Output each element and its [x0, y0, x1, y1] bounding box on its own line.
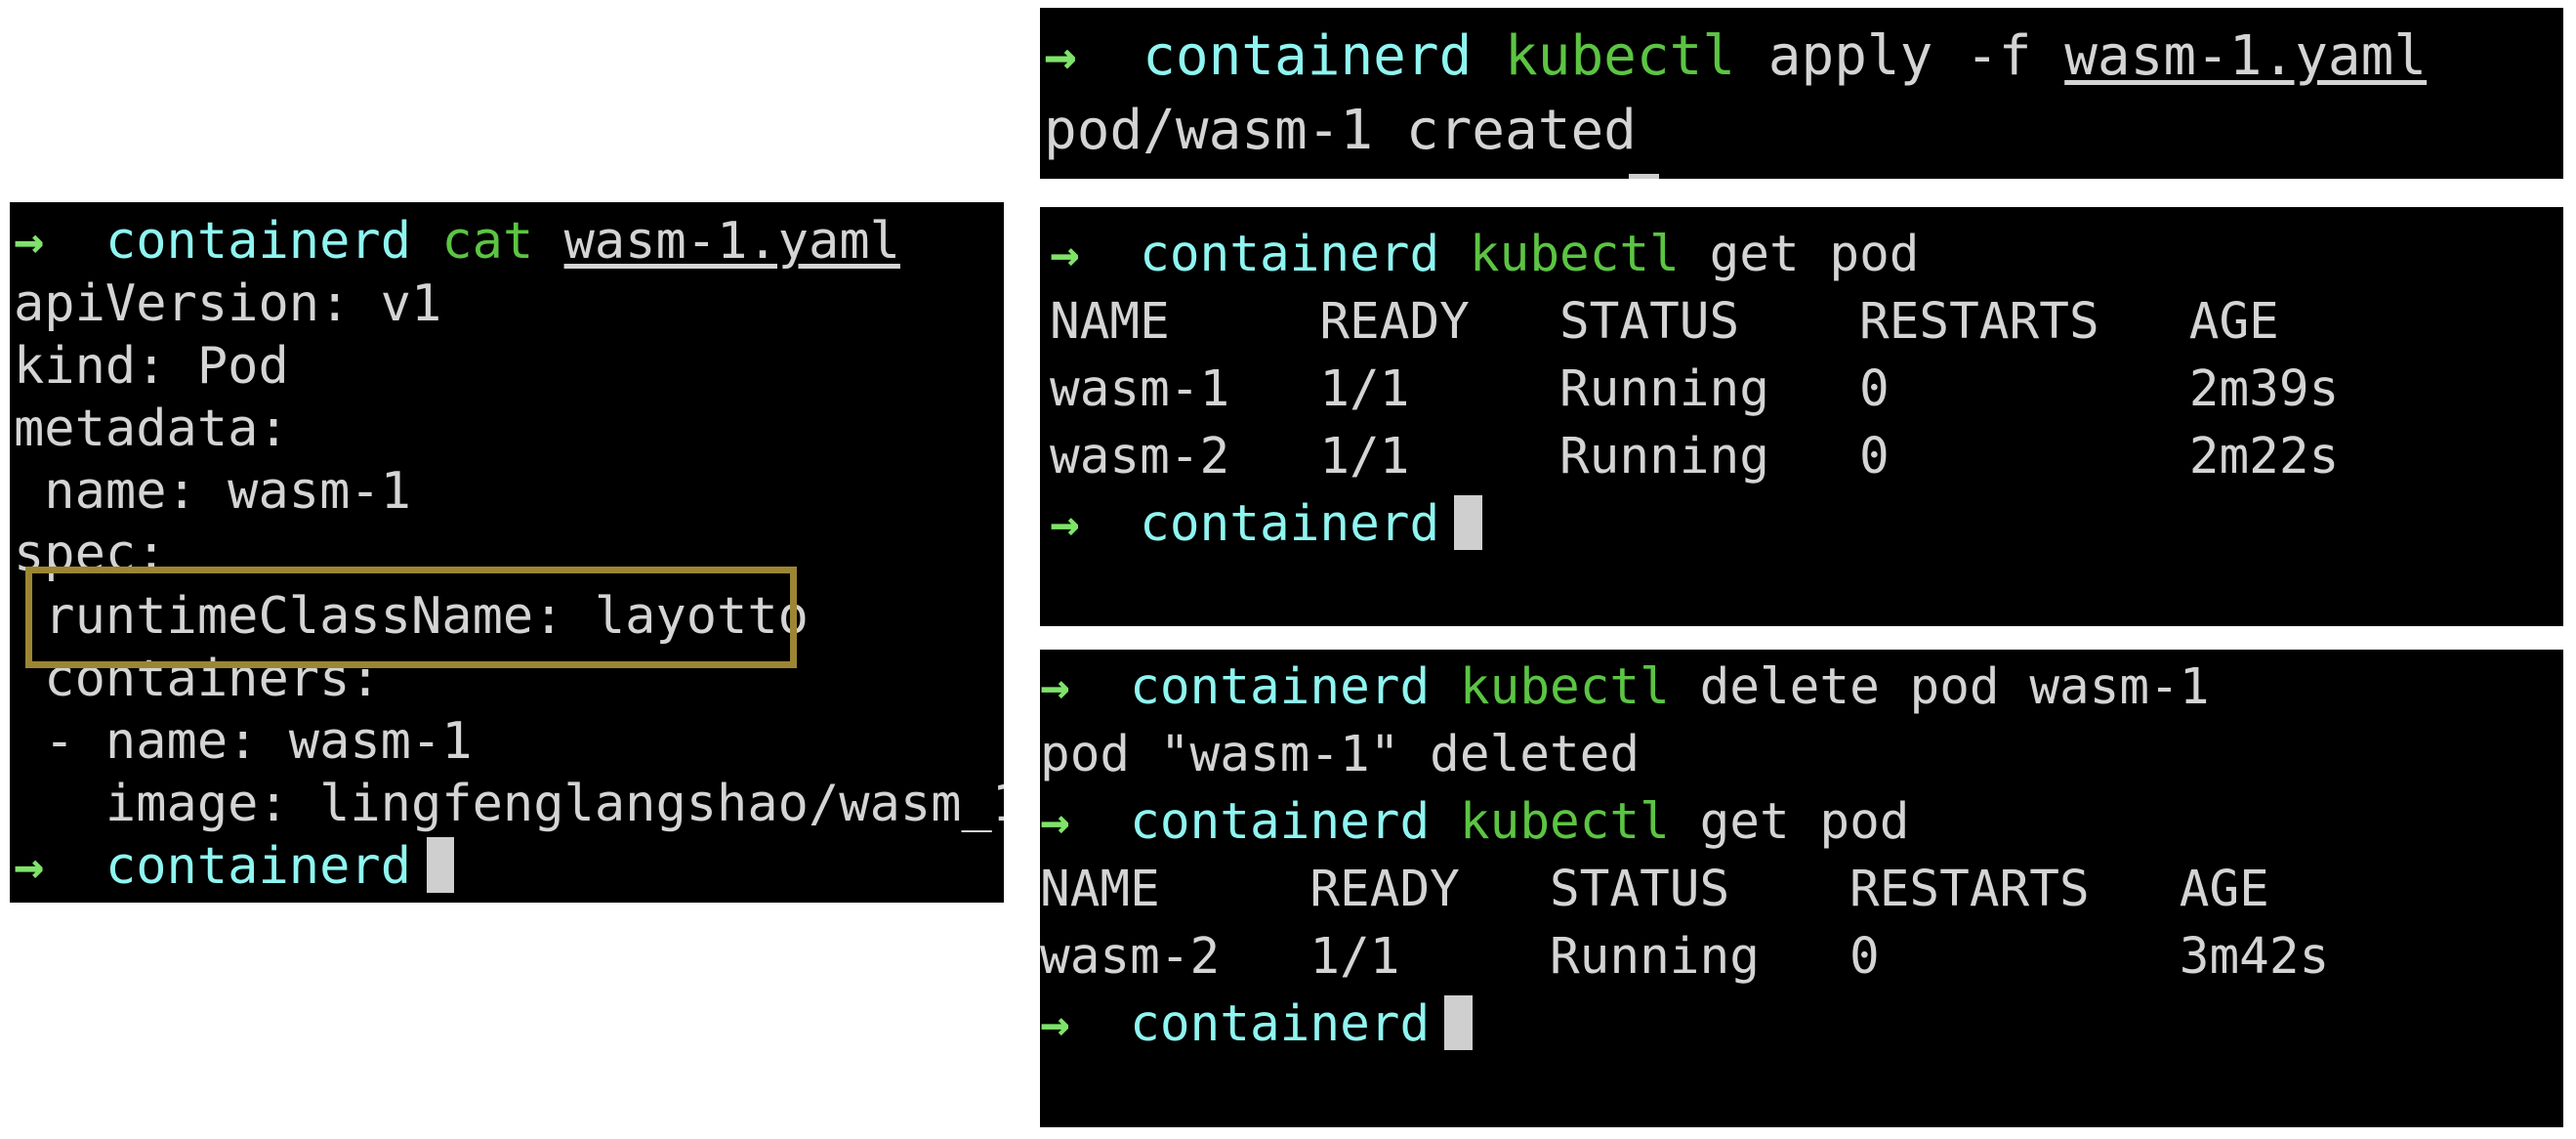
command-args: get pod: [1699, 793, 1910, 851]
yaml-line: metadata:: [14, 400, 289, 458]
cell-status: Running: [1558, 428, 1769, 485]
prompt-arrow-icon: →: [1040, 793, 1070, 851]
prompt-line: → containerd kubectl delete pod wasm-1: [1040, 654, 2563, 721]
header-status: STATUS: [1558, 293, 1740, 351]
yaml-line: kind: Pod: [14, 337, 289, 396]
header-name: NAME: [1050, 293, 1170, 351]
cell-age: 2m22s: [2188, 428, 2340, 485]
table-row: wasm-2 1/1 Running 0 2m22s: [1050, 423, 2563, 490]
cursor: [426, 837, 455, 894]
yaml-line: - name: wasm-1: [14, 712, 473, 771]
cell-restarts: 0: [1859, 428, 1890, 485]
command-args: get pod: [1709, 226, 1920, 283]
prompt-host: containerd: [1140, 495, 1440, 553]
header-restarts: RESTARTS: [1849, 861, 2090, 918]
cell-restarts: 0: [1859, 360, 1890, 418]
cell-age: 2m39s: [2188, 360, 2340, 418]
header-age: AGE: [2188, 293, 2279, 351]
command: cat: [441, 212, 534, 271]
cell-status: Running: [1558, 360, 1769, 418]
table-header: NAME READY STATUS RESTARTS AGE: [1040, 856, 2563, 923]
cell-restarts: 0: [1849, 928, 1880, 986]
prompt-host: containerd: [104, 837, 412, 896]
header-status: STATUS: [1549, 861, 1730, 918]
prompt-host: containerd: [1140, 226, 1440, 283]
header-name: NAME: [1040, 861, 1160, 918]
cell-name: wasm-2: [1040, 928, 1221, 986]
yaml-line: containers:: [14, 650, 381, 708]
yaml-line: name: wasm-1: [14, 462, 411, 521]
command: kubectl: [1459, 658, 1670, 716]
prompt-host: containerd: [1130, 793, 1431, 851]
prompt-line: → containerd kubectl get pod: [1050, 221, 2563, 288]
prompt-arrow-icon: →: [1040, 995, 1070, 1053]
cursor: [1454, 495, 1482, 551]
prompt-arrow-icon: →: [14, 212, 45, 271]
prompt-host: containerd: [1130, 658, 1431, 716]
cell-ready: 1/1: [1309, 928, 1400, 986]
prompt-arrow-icon: →: [1040, 658, 1070, 716]
command-args: apply -f: [1767, 24, 2032, 88]
prompt-host: containerd: [104, 212, 412, 271]
prompt-host: containerd: [1130, 995, 1431, 1053]
prompt-arrow-icon: →: [1050, 226, 1080, 283]
header-age: AGE: [2179, 861, 2269, 918]
output-line: pod/wasm-1 created: [1044, 99, 1637, 162]
command: kubectl: [1505, 24, 1736, 88]
terminal-get-pod[interactable]: → containerd kubectl get pod NAME READY …: [1040, 207, 2563, 626]
header-ready: READY: [1319, 293, 1470, 351]
cell-status: Running: [1549, 928, 1760, 986]
command: kubectl: [1469, 226, 1680, 283]
terminal-cat-yaml[interactable]: → containerd cat wasm-1.yaml apiVersion:…: [10, 202, 1004, 903]
prompt-line: → containerd cat wasm-1.yaml: [14, 210, 1004, 273]
command-args: delete pod wasm-1: [1699, 658, 2210, 716]
output-line: pod "wasm-1" deleted: [1040, 726, 1641, 783]
command-file: wasm-1.yaml: [2064, 24, 2428, 88]
yaml-line: apiVersion: v1: [14, 274, 442, 333]
header-ready: READY: [1309, 861, 1460, 918]
yaml-line: image: lingfenglangshao/wasm_1: [14, 775, 1004, 833]
cell-ready: 1/1: [1319, 360, 1410, 418]
prompt-line: → containerd kubectl apply -f wasm-1.yam…: [1044, 20, 2563, 94]
prompt-line: → containerd: [1040, 991, 2563, 1058]
highlight-box: [25, 567, 797, 668]
cell-age: 3m42s: [2179, 928, 2330, 986]
terminal-apply[interactable]: → containerd kubectl apply -f wasm-1.yam…: [1040, 8, 2563, 179]
yaml-line: spec:: [14, 525, 167, 583]
yaml-line-runtime-class: runtimeClassName: layotto: [14, 587, 809, 646]
table-row: wasm-1 1/1 Running 0 2m39s: [1050, 356, 2563, 423]
clipped-line: [1044, 168, 2563, 179]
prompt-line: → containerd: [1050, 490, 2563, 558]
prompt-arrow-icon: →: [1044, 24, 1077, 88]
header-restarts: RESTARTS: [1859, 293, 2099, 351]
prompt-line: → containerd kubectl get pod: [1040, 788, 2563, 856]
table-header: NAME READY STATUS RESTARTS AGE: [1050, 288, 2563, 356]
command: kubectl: [1459, 793, 1670, 851]
prompt-arrow-icon: →: [14, 837, 45, 896]
cell-name: wasm-1: [1050, 360, 1230, 418]
terminal-delete-pod[interactable]: → containerd kubectl delete pod wasm-1 p…: [1040, 650, 2563, 1127]
prompt-line: → containerd: [14, 835, 1004, 898]
cursor: [1629, 173, 1659, 179]
prompt-host: containerd: [1143, 24, 1473, 88]
table-row: wasm-2 1/1 Running 0 3m42s: [1040, 923, 2563, 991]
prompt-arrow-icon: →: [1050, 495, 1080, 553]
cell-ready: 1/1: [1319, 428, 1410, 485]
cell-name: wasm-2: [1050, 428, 1230, 485]
command-arg: wasm-1.yaml: [563, 212, 900, 271]
cursor: [1444, 995, 1473, 1051]
